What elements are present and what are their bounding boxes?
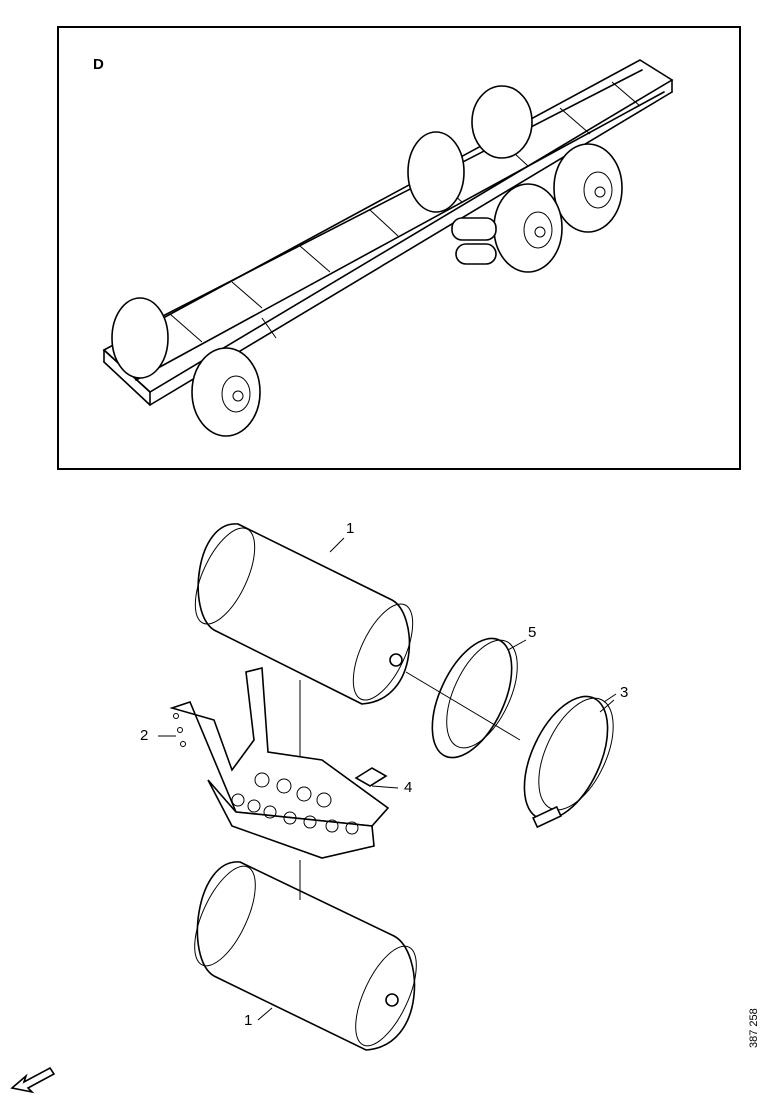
tank-strap-left bbox=[405, 637, 521, 759]
air-tank-bottom bbox=[194, 860, 417, 1051]
rubber-pad bbox=[354, 767, 399, 789]
reference-number: 387 258 bbox=[748, 1008, 760, 1048]
callout-tank-top: 1 bbox=[346, 520, 355, 537]
air-tank-top bbox=[194, 523, 414, 760]
callout-strap-left: 5 bbox=[528, 624, 537, 641]
chassis-air-tanks bbox=[261, 217, 497, 339]
leader-lines bbox=[257, 537, 615, 1021]
callout-tank-bottom: 1 bbox=[244, 1012, 253, 1029]
front-wheel-left bbox=[111, 297, 169, 379]
callout-strap-right: 3 bbox=[620, 684, 629, 701]
callout-pad: 4 bbox=[404, 779, 413, 796]
callout-bracket: 2 bbox=[140, 727, 149, 744]
tank-bracket bbox=[158, 666, 390, 859]
arrow-down-left-icon bbox=[10, 1066, 56, 1094]
tank-strap-right bbox=[523, 693, 617, 829]
view-letter: D bbox=[93, 56, 104, 73]
front-wheel-right bbox=[191, 347, 261, 437]
chassis-overview-panel: D bbox=[57, 26, 741, 470]
